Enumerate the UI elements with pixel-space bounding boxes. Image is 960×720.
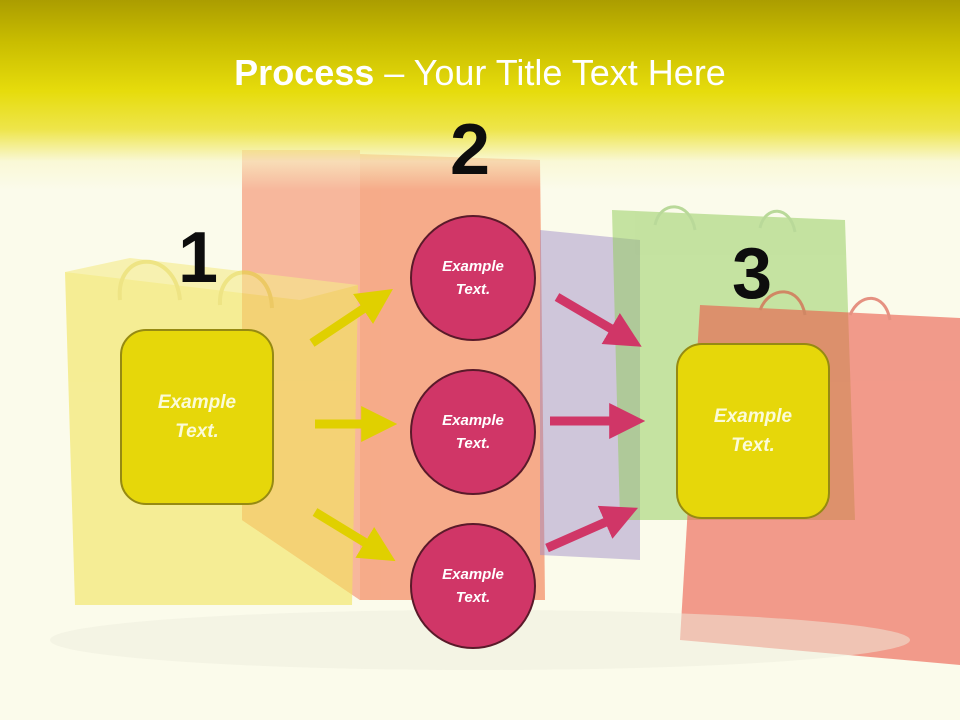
arrow-right-icon bbox=[545, 505, 639, 553]
step-number-1: 1 bbox=[178, 218, 219, 298]
step-3-box: Example Text. bbox=[676, 343, 830, 519]
step-number-3: 3 bbox=[732, 234, 773, 314]
arrow-right-icon bbox=[554, 293, 642, 347]
step-3-text: Example Text. bbox=[713, 406, 793, 456]
step-2-text-bottom: Example Text. bbox=[442, 566, 504, 606]
title-bold: Process bbox=[234, 52, 375, 93]
step-2-circle-top: Example Text. bbox=[410, 215, 536, 341]
step-2-circle-middle: Example Text. bbox=[410, 369, 536, 495]
arrow-right-icon bbox=[312, 508, 396, 562]
step-number-2: 2 bbox=[450, 110, 491, 190]
step-2-text-middle: Example Text. bbox=[442, 412, 504, 452]
step-1-box: Example Text. bbox=[120, 329, 274, 505]
step-2-text-top: Example Text. bbox=[442, 258, 504, 298]
header-band bbox=[0, 0, 960, 190]
slide-title: Process – Your Title Text Here bbox=[0, 52, 960, 94]
arrow-right-icon bbox=[309, 289, 393, 347]
step-2-circle-bottom: Example Text. bbox=[410, 523, 536, 649]
title-rest: – Your Title Text Here bbox=[374, 52, 726, 93]
step-1-text: Example Text. bbox=[157, 392, 237, 442]
